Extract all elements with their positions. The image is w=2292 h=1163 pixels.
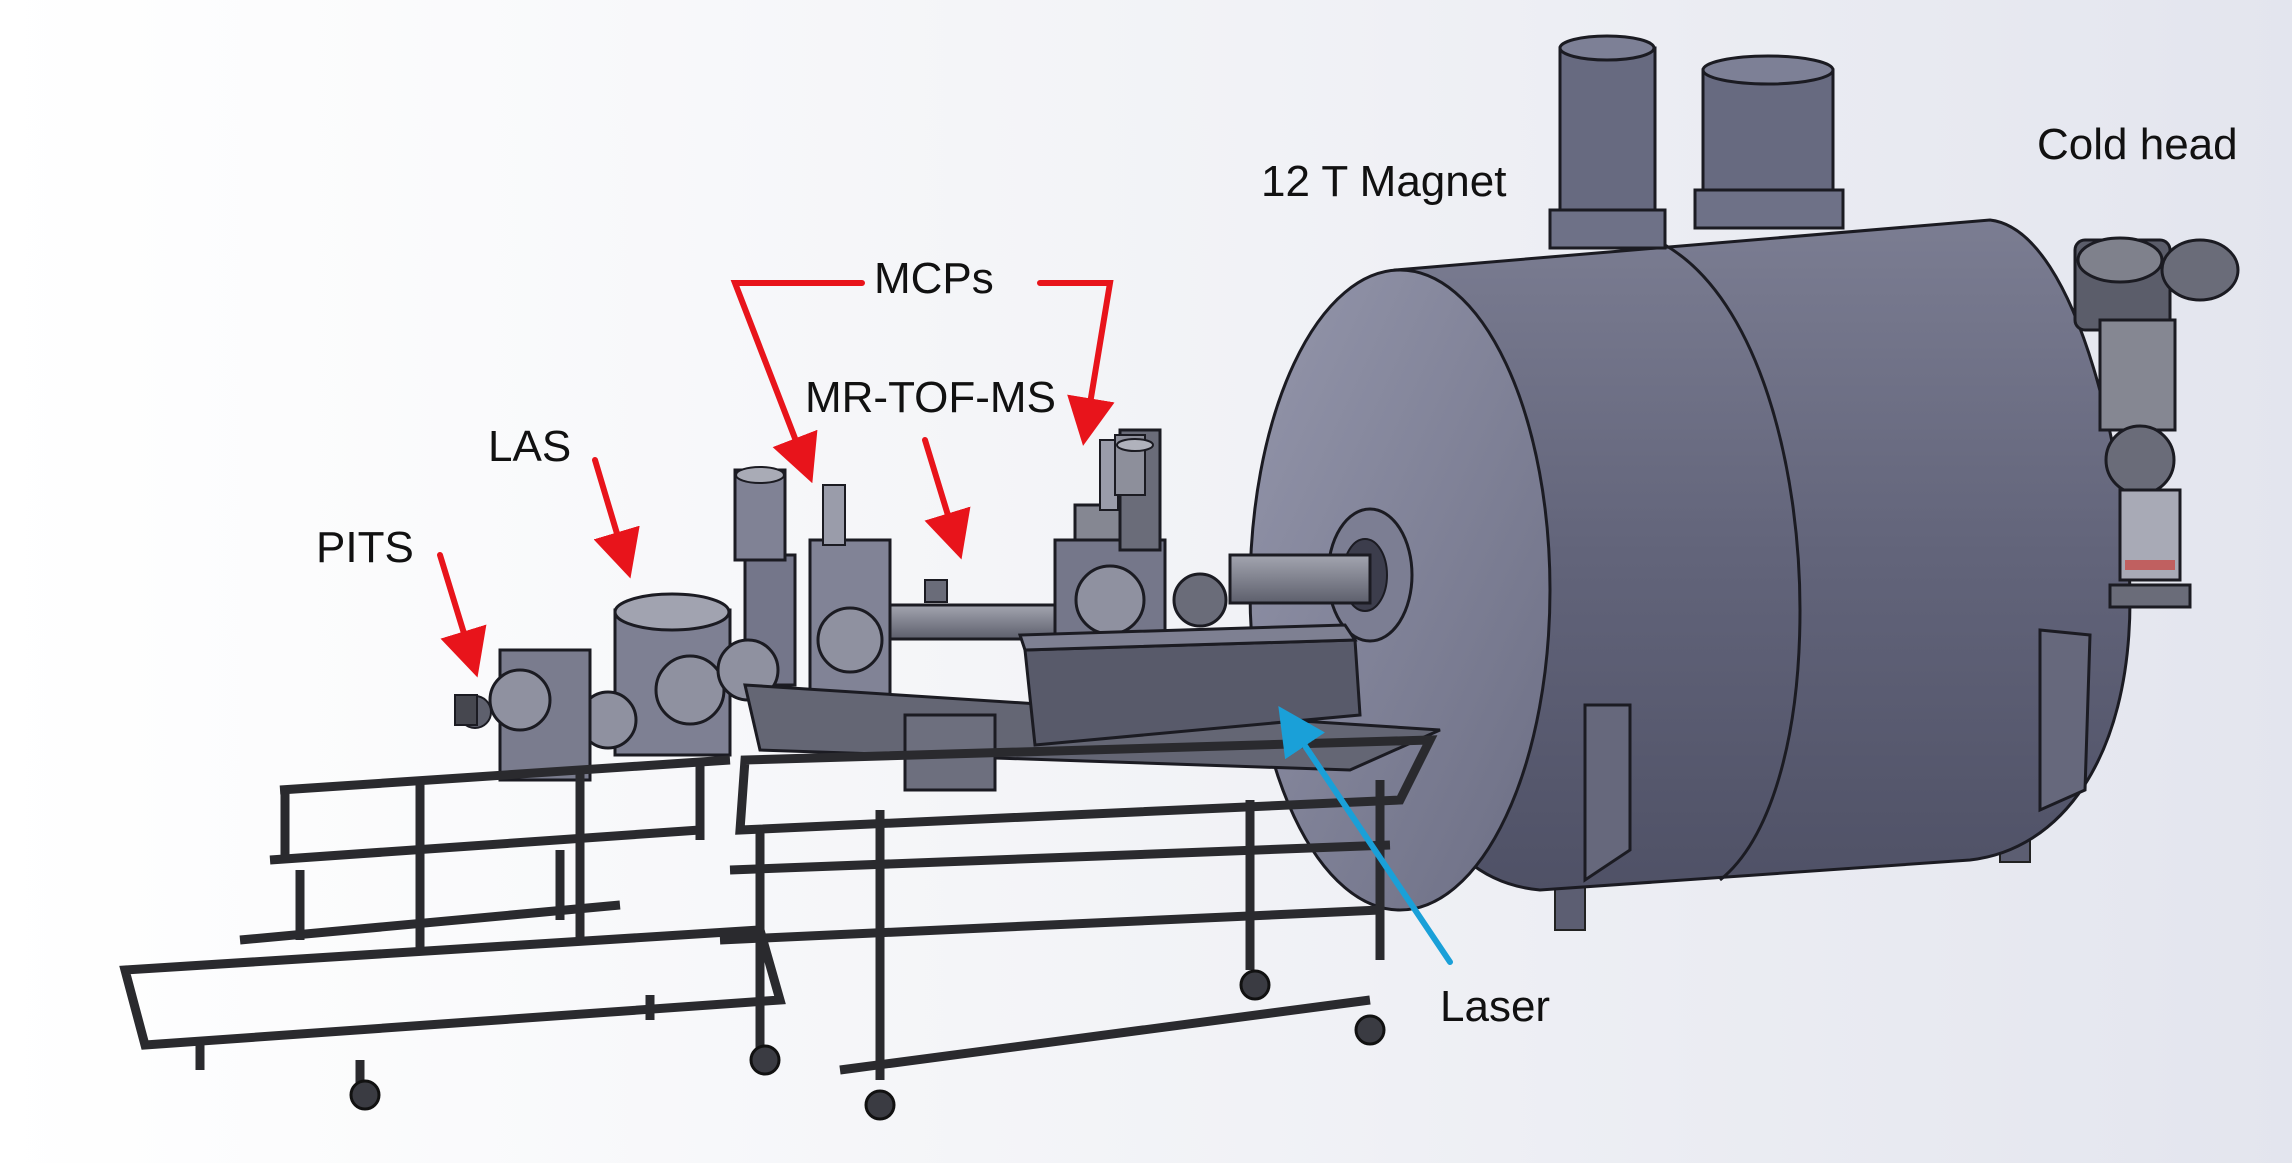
mcps-arrow-left bbox=[730, 280, 865, 484]
las-chamber bbox=[578, 592, 780, 757]
superconducting-magnet bbox=[1248, 34, 2132, 931]
cold-head bbox=[2073, 236, 2240, 609]
mrtof-label: MR-TOF-MS bbox=[805, 373, 1056, 422]
annotation-arrows bbox=[437, 280, 1453, 965]
cold-head-label: Cold head bbox=[2037, 120, 2238, 169]
mcps-arrow-right bbox=[1037, 280, 1115, 446]
mrtof-arrow bbox=[922, 437, 971, 560]
pits-chamber bbox=[454, 648, 592, 782]
magnet-label: 12 T Magnet bbox=[1261, 157, 1507, 206]
pits-label: PITS bbox=[316, 523, 414, 572]
casters bbox=[349, 969, 1386, 1121]
las-arrow bbox=[592, 457, 640, 579]
laser-label: Laser bbox=[1440, 982, 1551, 1031]
laser-arrow bbox=[1278, 706, 1453, 965]
las-label: LAS bbox=[488, 422, 572, 471]
support-frames bbox=[119, 735, 1438, 1085]
pits-arrow bbox=[437, 552, 487, 678]
mcp-chamber-left bbox=[733, 466, 892, 702]
mcps-label: MCPs bbox=[874, 254, 994, 303]
